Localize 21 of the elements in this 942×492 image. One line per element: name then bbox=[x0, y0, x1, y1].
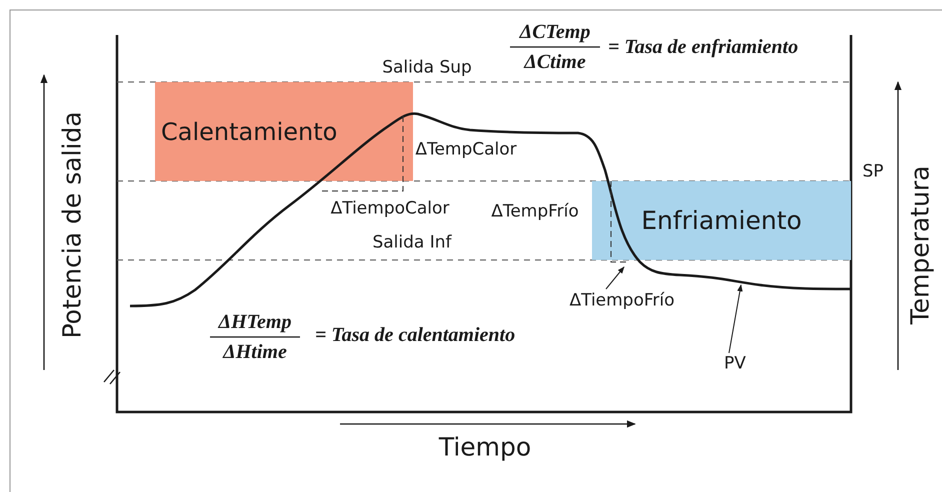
delta-label: ΔTempFrío bbox=[491, 202, 579, 222]
formula-numerator: ΔCTemp bbox=[520, 21, 590, 43]
axis-title: Tiempo bbox=[438, 433, 532, 461]
setpoint-label: SP bbox=[862, 162, 884, 182]
delta-label: ΔTiempoCalor bbox=[330, 200, 450, 218]
formula-denominator: ΔHtime bbox=[223, 341, 287, 363]
axis-title: Potencia de salida bbox=[58, 111, 86, 339]
level-label: Salida Inf bbox=[372, 234, 452, 252]
delta-label: ΔTiempoFrío bbox=[569, 292, 675, 310]
formula-text: = Tasa de enfriamiento bbox=[608, 36, 798, 58]
curve-label: PV bbox=[724, 354, 746, 374]
axis-title: Temperatura bbox=[906, 166, 934, 324]
leader-line bbox=[728, 284, 743, 354]
level-label: Salida Sup bbox=[382, 58, 472, 78]
leader-line bbox=[606, 266, 624, 290]
heating-zone: Calentamiento bbox=[155, 82, 413, 181]
delta-label: ΔTempCalor bbox=[415, 140, 517, 160]
process-curve bbox=[130, 112, 850, 308]
formula-denominator: ΔCtime bbox=[524, 51, 586, 73]
formula-text: = Tasa de calentamiento bbox=[315, 324, 516, 346]
formula-numerator: ΔHTemp bbox=[218, 311, 292, 333]
